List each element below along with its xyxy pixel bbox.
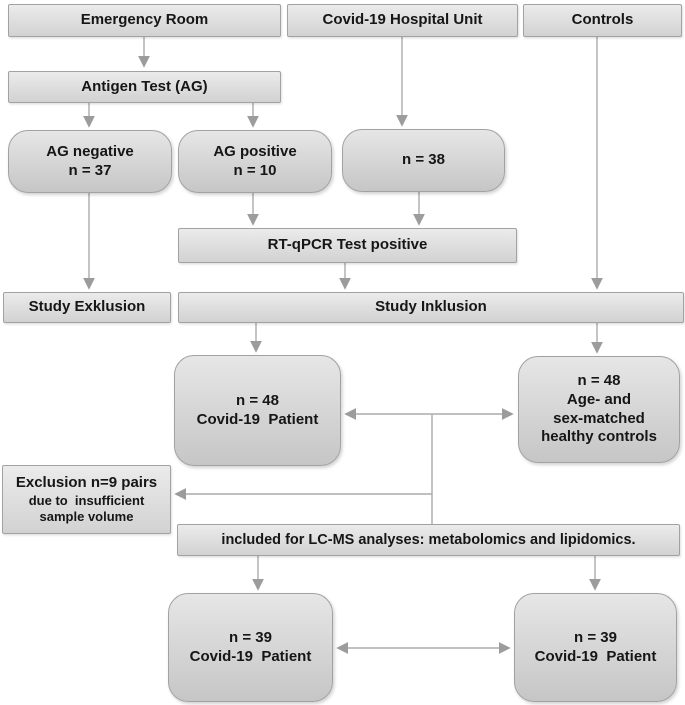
node-ag-negative: AG negative n = 37 — [8, 130, 172, 193]
node-n48-controls-line3: sex-matched — [553, 409, 645, 427]
node-ag-positive-line1: AG positive — [213, 142, 297, 160]
node-rt-qpcr-label: RT-qPCR Test positive — [267, 236, 428, 254]
node-n39-left-line2: Covid-19 Patient — [189, 647, 312, 665]
node-n48-patient: n = 48 Covid-19 Patient — [174, 355, 341, 466]
node-n39-right-line1: n = 39 — [574, 628, 617, 646]
node-hospital-count: n = 38 — [342, 129, 505, 192]
node-n39-right-line2: Covid-19 Patient — [534, 647, 657, 665]
node-exclusion-note-line3: sample volume — [39, 508, 134, 524]
node-n48-controls: n = 48 Age- and sex-matched healthy cont… — [518, 356, 680, 463]
node-lcms-banner: included for LC-MS analyses: metabolomic… — [177, 524, 680, 556]
node-ag-positive-line2: n = 10 — [233, 161, 277, 179]
node-n48-controls-line1: n = 48 — [577, 371, 621, 389]
node-ag-negative-line2: n = 37 — [68, 161, 112, 179]
node-hospital-count-label: n = 38 — [402, 151, 445, 169]
node-antigen-test-label: Antigen Test (AG) — [81, 77, 208, 95]
node-study-inklusion-label: Study Inklusion — [375, 298, 487, 316]
node-emergency-room-label: Emergency Room — [80, 11, 209, 29]
node-covid-hospital-unit-label: Covid-19 Hospital Unit — [322, 11, 483, 29]
node-covid-hospital-unit: Covid-19 Hospital Unit — [287, 4, 518, 37]
node-n39-right: n = 39 Covid-19 Patient — [514, 593, 677, 702]
node-study-inklusion: Study Inklusion — [178, 292, 684, 323]
node-n39-left: n = 39 Covid-19 Patient — [168, 593, 333, 702]
node-exclusion-note: Exclusion n=9 pairs due to insufficient … — [2, 465, 171, 534]
node-study-exklusion: Study Exklusion — [3, 292, 171, 323]
node-lcms-banner-label: included for LC-MS analyses: metabolomic… — [221, 531, 636, 548]
node-controls-label: Controls — [571, 11, 634, 29]
node-n39-left-line1: n = 39 — [229, 628, 272, 646]
node-controls: Controls — [523, 4, 682, 37]
node-rt-qpcr: RT-qPCR Test positive — [178, 228, 517, 263]
node-ag-negative-line1: AG negative — [46, 142, 134, 160]
node-n48-controls-line2: Age- and — [566, 390, 632, 408]
node-ag-positive: AG positive n = 10 — [178, 130, 332, 193]
node-n48-controls-line4: healthy controls — [541, 428, 657, 446]
node-n48-patient-line2: Covid-19 Patient — [196, 410, 319, 428]
node-antigen-test: Antigen Test (AG) — [8, 71, 281, 103]
node-emergency-room: Emergency Room — [8, 4, 281, 37]
node-exclusion-note-line1: Exclusion n=9 pairs — [15, 473, 158, 491]
node-study-exklusion-label: Study Exklusion — [28, 298, 146, 316]
node-n48-patient-line1: n = 48 — [236, 391, 279, 409]
node-exclusion-note-line2: due to insufficient — [28, 492, 145, 508]
